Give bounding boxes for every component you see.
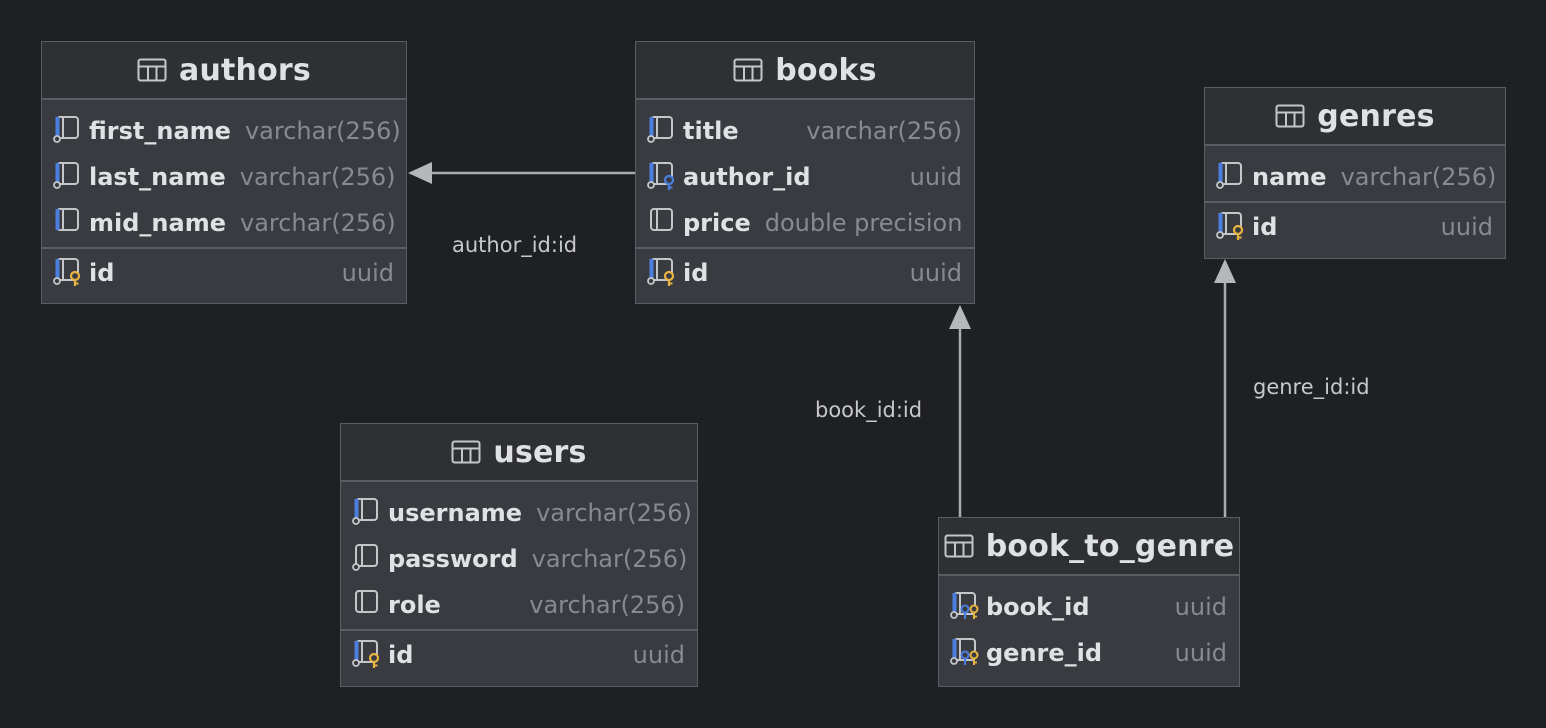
column-type: uuid: [1174, 593, 1227, 621]
arrowhead-authors: [408, 162, 432, 184]
column-type: varchar(256): [239, 163, 396, 191]
table-title: genres: [1317, 98, 1435, 134]
column-name: id: [388, 641, 414, 669]
column-row[interactable]: role varchar(256): [341, 582, 697, 628]
not-null-column-icon: [52, 114, 89, 148]
table-icon: [137, 58, 167, 82]
key-separator: [636, 247, 974, 249]
not-null-column-icon: [351, 542, 388, 576]
primary-key-row[interactable]: id uuid: [1205, 204, 1505, 250]
column-row[interactable]: price double precision: [636, 200, 974, 246]
column-row[interactable]: last_name varchar(256): [42, 154, 406, 200]
column-type: varchar(256): [1340, 163, 1497, 191]
key-separator: [1205, 201, 1505, 203]
column-name: name: [1252, 163, 1327, 191]
not-null-column-icon: [646, 114, 683, 148]
table-header: genres: [1205, 88, 1505, 146]
column-row[interactable]: author_id uuid: [636, 154, 974, 200]
table-genres[interactable]: genres name varchar(256) id uuid: [1204, 87, 1506, 259]
column-type: uuid: [1174, 639, 1227, 667]
table-header: books: [636, 42, 974, 100]
column-type: varchar(256): [531, 545, 688, 573]
primary-key-icon: [351, 638, 388, 672]
column-row[interactable]: title varchar(256): [636, 108, 974, 154]
column-row[interactable]: username varchar(256): [341, 490, 697, 536]
not-null-column-icon: [351, 496, 388, 530]
table-icon: [451, 440, 481, 464]
column-icon: [52, 206, 89, 240]
column-name: password: [388, 545, 518, 573]
column-type: uuid: [909, 259, 962, 287]
column-type: varchar(256): [529, 591, 685, 619]
column-type: uuid: [1440, 213, 1493, 241]
primary-key-icon: [52, 256, 89, 290]
column-name: price: [683, 209, 751, 237]
relation-label-author-id: author_id:id: [452, 233, 578, 257]
composite-key-icon: [949, 636, 986, 670]
primary-key-row[interactable]: id uuid: [42, 250, 406, 296]
column-name: mid_name: [89, 209, 226, 237]
arrowhead-books: [949, 305, 971, 329]
column-row[interactable]: name varchar(256): [1205, 154, 1505, 200]
column-row[interactable]: password varchar(256): [341, 536, 697, 582]
column-type: uuid: [341, 259, 394, 287]
table-books[interactable]: books title varchar(256) author_id uuid …: [635, 41, 975, 304]
column-name: author_id: [683, 163, 811, 191]
column-icon: [646, 206, 683, 240]
foreign-key-icon: [646, 160, 683, 194]
column-name: title: [683, 117, 739, 145]
table-title: authors: [179, 52, 311, 88]
table-icon: [733, 58, 763, 82]
table-users[interactable]: users username varchar(256) password var…: [340, 423, 698, 687]
column-type: varchar(256): [536, 499, 692, 527]
column-row[interactable]: book_id uuid: [939, 584, 1239, 630]
table-book-to-genre[interactable]: book_to_genre book_id uuid genre_id uuid: [938, 517, 1240, 687]
table-header: book_to_genre: [939, 518, 1239, 576]
primary-key-icon: [646, 256, 683, 290]
table-header: users: [341, 424, 697, 482]
column-name: book_id: [986, 593, 1090, 621]
not-null-column-icon: [1215, 160, 1252, 194]
column-row[interactable]: genre_id uuid: [939, 630, 1239, 676]
table-title: users: [493, 434, 587, 470]
column-row[interactable]: mid_name varchar(256): [42, 200, 406, 246]
key-separator: [341, 629, 697, 631]
column-icon: [351, 588, 388, 622]
column-type: varchar(256): [239, 209, 396, 237]
column-name: role: [388, 591, 441, 619]
table-title: books: [775, 52, 877, 88]
arrowhead-genres: [1214, 259, 1236, 283]
column-name: first_name: [89, 117, 231, 145]
primary-key-icon: [1215, 210, 1252, 244]
column-type: varchar(256): [806, 117, 962, 145]
table-authors[interactable]: authors first_name varchar(256) last_nam…: [41, 41, 407, 304]
table-title: book_to_genre: [985, 528, 1235, 564]
relation-label-book-id: book_id:id: [815, 398, 923, 422]
column-row[interactable]: first_name varchar(256): [42, 108, 406, 154]
relation-label-genre-id: genre_id:id: [1253, 375, 1370, 399]
column-name: id: [683, 259, 709, 287]
key-separator: [42, 247, 406, 249]
table-icon: [944, 534, 974, 558]
column-type: uuid: [632, 641, 685, 669]
column-name: id: [1252, 213, 1278, 241]
table-header: authors: [42, 42, 406, 100]
column-type: uuid: [909, 163, 962, 191]
column-name: last_name: [89, 163, 226, 191]
not-null-column-icon: [52, 160, 89, 194]
primary-key-row[interactable]: id uuid: [341, 632, 697, 678]
primary-key-row[interactable]: id uuid: [636, 250, 974, 296]
table-icon: [1275, 104, 1305, 128]
column-name: genre_id: [986, 639, 1103, 667]
composite-key-icon: [949, 590, 986, 624]
column-type: varchar(256): [244, 117, 401, 145]
column-name: id: [89, 259, 115, 287]
column-type: double precision: [764, 209, 963, 237]
column-name: username: [388, 499, 523, 527]
